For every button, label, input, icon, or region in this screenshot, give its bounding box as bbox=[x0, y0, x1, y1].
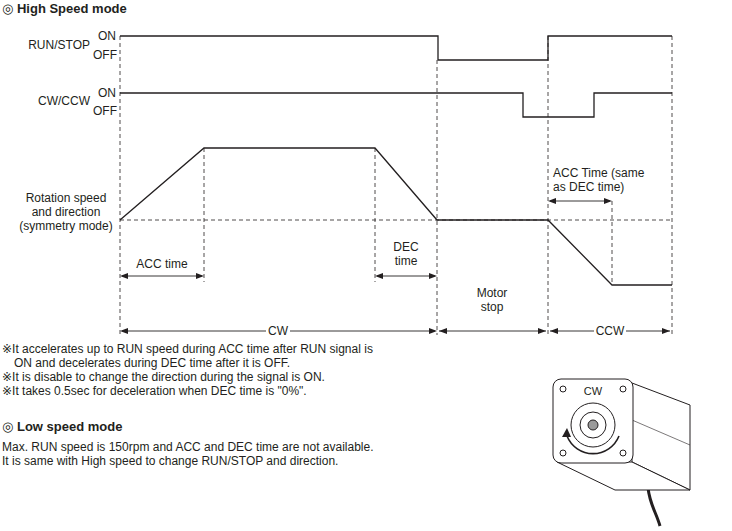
signal-name: Rotation speed and direction (symmetry m… bbox=[16, 191, 116, 233]
time-label: ACC Time (same as DEC time) bbox=[553, 166, 653, 194]
section-heading: ◎ Low speed mode bbox=[2, 420, 522, 434]
guide-lines bbox=[120, 36, 672, 335]
note-text: ※It is disable to change the direction d… bbox=[2, 370, 394, 384]
time-label: DEC time bbox=[384, 240, 428, 268]
signal-level: ON bbox=[92, 29, 116, 43]
direction-label: CW bbox=[262, 324, 294, 338]
time-label: Motor stop bbox=[466, 286, 518, 314]
signal-waveforms bbox=[120, 36, 672, 285]
body-text: Max. RUN speed is 150rpm and ACC and DEC… bbox=[2, 440, 522, 454]
body-text: It is same with High speed to change RUN… bbox=[2, 454, 522, 468]
rotation-label: CW bbox=[579, 384, 607, 398]
label-patch: CW bbox=[266, 324, 290, 338]
note-text: ※It takes 0.5sec for deceleration when D… bbox=[2, 384, 394, 398]
motor-illustration bbox=[553, 379, 690, 526]
signal-level: OFF bbox=[90, 48, 117, 62]
signal-level: ON bbox=[92, 86, 116, 100]
section-heading: ◎ High Speed mode bbox=[2, 2, 127, 16]
signal-level: OFF bbox=[90, 104, 117, 118]
note-text: ※It accelerates up to RUN speed during A… bbox=[2, 342, 394, 370]
label-patch: CCW bbox=[594, 324, 627, 338]
time-span-arrows bbox=[120, 198, 670, 334]
notes-column: ※It accelerates up to RUN speed during A… bbox=[2, 342, 522, 468]
direction-label: CCW bbox=[592, 324, 628, 338]
time-label: ACC time bbox=[122, 257, 202, 271]
signal-name: CW/CCW bbox=[0, 94, 90, 108]
signal-name: RUN/STOP bbox=[0, 38, 90, 52]
